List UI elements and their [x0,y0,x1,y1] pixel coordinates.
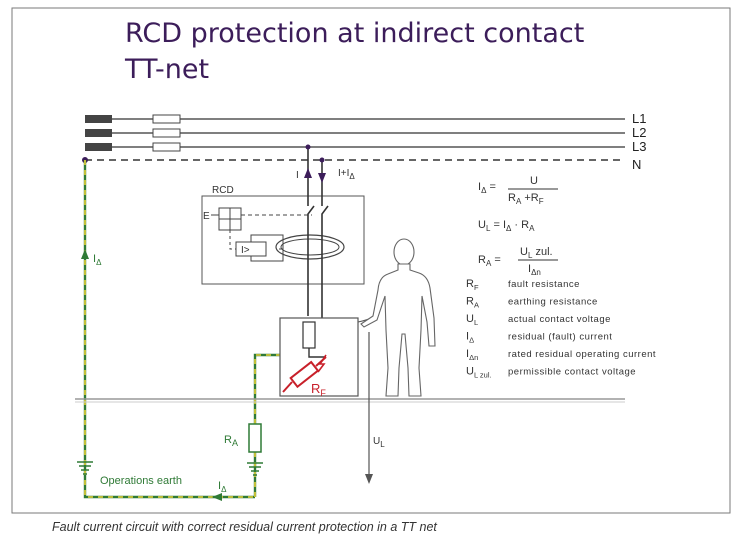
formula-3-denominator: IΔn [528,263,541,277]
current-i-plus-label: I+IΔ [338,168,355,181]
legend-text: rated residual operating current [508,349,656,360]
outer-frame [11,7,731,514]
source-blocks [85,115,112,151]
rcd-e-label: E [203,211,210,222]
label-l2: L2 [632,125,646,140]
rcd-toroid [275,234,345,260]
legend-text: earthing resistance [508,297,598,308]
ra-label: RA [224,434,238,448]
formula-3-numerator: UL zul. [520,246,553,260]
rcd-label: RCD [212,185,234,196]
figure-caption: Fault current circuit with correct resid… [52,520,437,534]
title-line-2: TT-net [124,54,209,85]
legend-symbol: IΔ [466,331,474,345]
fuses [152,114,181,152]
rcd-sensor-label: I> [241,245,250,256]
label-l1: L1 [632,111,646,126]
legend-text: permissible contact voltage [508,367,636,378]
legend-text: residual (fault) current [508,332,612,343]
fault-resistor [282,354,327,393]
label-l3: L3 [632,139,646,154]
legend-symbol: RF [466,278,479,292]
left-current-label: IΔ [93,253,102,267]
ra-earth-symbol [247,462,263,476]
label-n: N [632,157,641,172]
legend-text: actual contact voltage [508,314,611,325]
legend-symbol: IΔn [466,348,478,362]
formula-3-lhs: RA = [478,254,501,268]
title-line-1: RCD protection at indirect contact [125,18,584,49]
ul-label: UL [373,436,385,449]
operations-earth-label: Operations earth [100,475,182,487]
formula-2: UL = IΔ · RA [478,219,535,233]
person-figure [360,238,436,397]
bottom-current-arrow [212,493,222,501]
bottom-current-label: IΔ [218,480,227,494]
formula-1-numerator: U [530,175,538,187]
legend-symbol: RA [466,296,479,310]
load-resistor [302,321,316,349]
current-i-arrow [304,168,312,178]
formula-1-denominator: RA +RF [508,192,544,206]
ra-resistor [248,423,262,453]
operations-earth-path [83,160,255,499]
current-return-arrow [318,173,326,183]
ul-arrow-head [365,474,373,484]
phase-tap-node [305,144,311,150]
legend-text: fault resistance [508,279,580,290]
legend-symbol: UL zul. [466,366,492,380]
legend-symbol: UL [466,313,478,327]
formula-1-lhs: IΔ = [478,181,496,195]
left-current-arrow [81,249,89,259]
neutral-tap-node [319,157,325,163]
formula-group: IΔ = U RA +RF UL = IΔ · RA RA = UL zul. … [478,175,558,277]
current-i-label: I [296,170,299,181]
rf-label: RF [311,381,326,398]
operations-earth-symbol [77,461,93,475]
